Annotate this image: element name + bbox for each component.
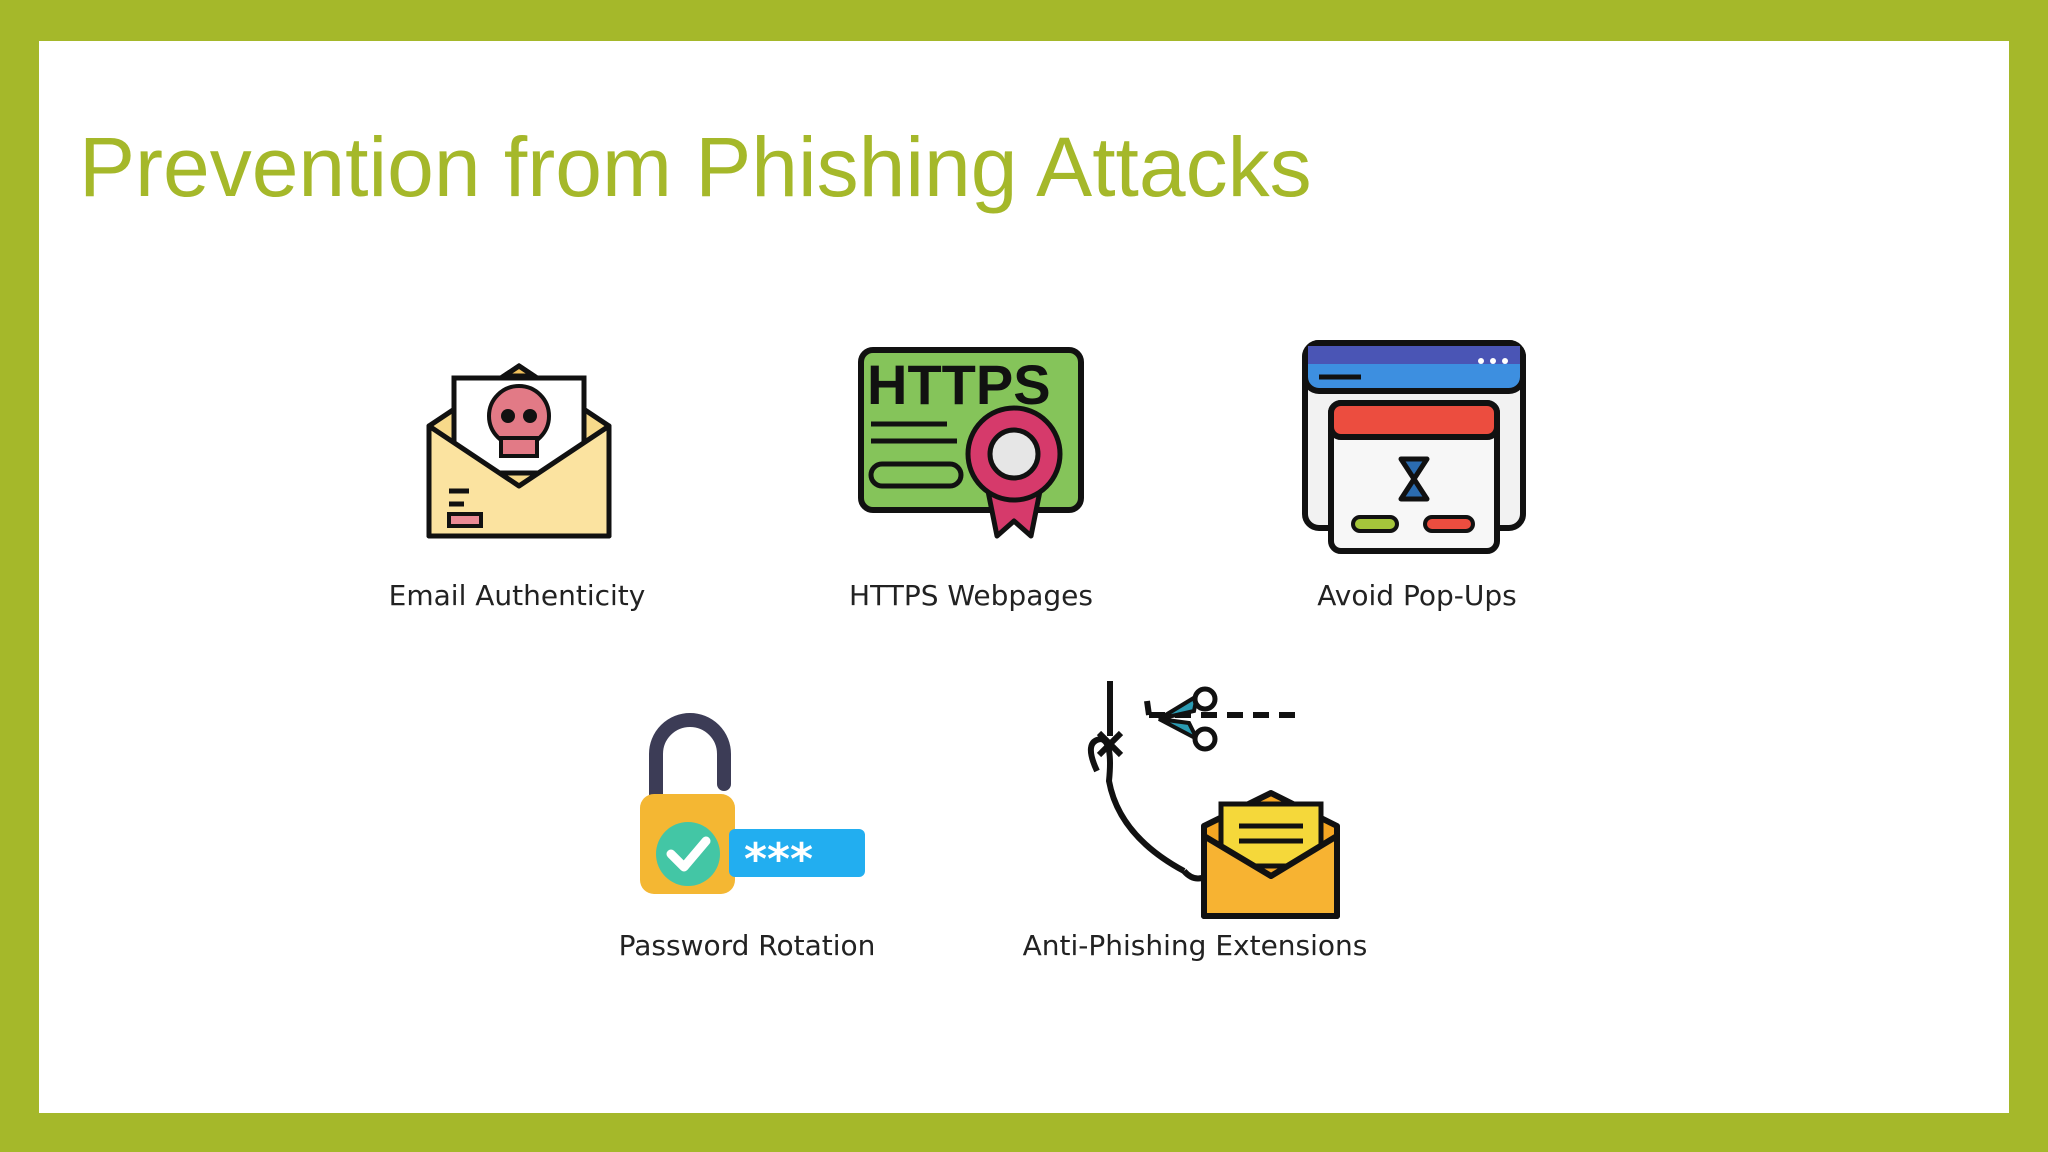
item-label-avoid-popups: Avoid Pop-Ups xyxy=(1317,579,1517,612)
password-icon-text: *** xyxy=(744,834,813,885)
item-label-anti-phishing-extensions: Anti-Phishing Extensions xyxy=(1022,929,1368,962)
unlocked-padlock-password-icon: *** xyxy=(640,713,865,894)
item-label-email-authenticity: Email Authenticity xyxy=(388,579,646,612)
slide-title: Prevention from Phishing Attacks xyxy=(79,120,1312,214)
item-label-password-rotation: Password Rotation xyxy=(618,929,876,962)
https-icon-text: HTTPS xyxy=(867,353,1051,416)
https-certificate-icon: HTTPS xyxy=(858,347,1084,539)
slide: Prevention from Phishing Attacks Email A… xyxy=(39,41,2009,1113)
skull-envelope-icon xyxy=(426,362,612,539)
item-label-https-webpages: HTTPS Webpages xyxy=(849,579,1093,612)
popup-window-icon xyxy=(1302,340,1526,554)
hook-cut-envelope-icon xyxy=(1088,681,1340,919)
